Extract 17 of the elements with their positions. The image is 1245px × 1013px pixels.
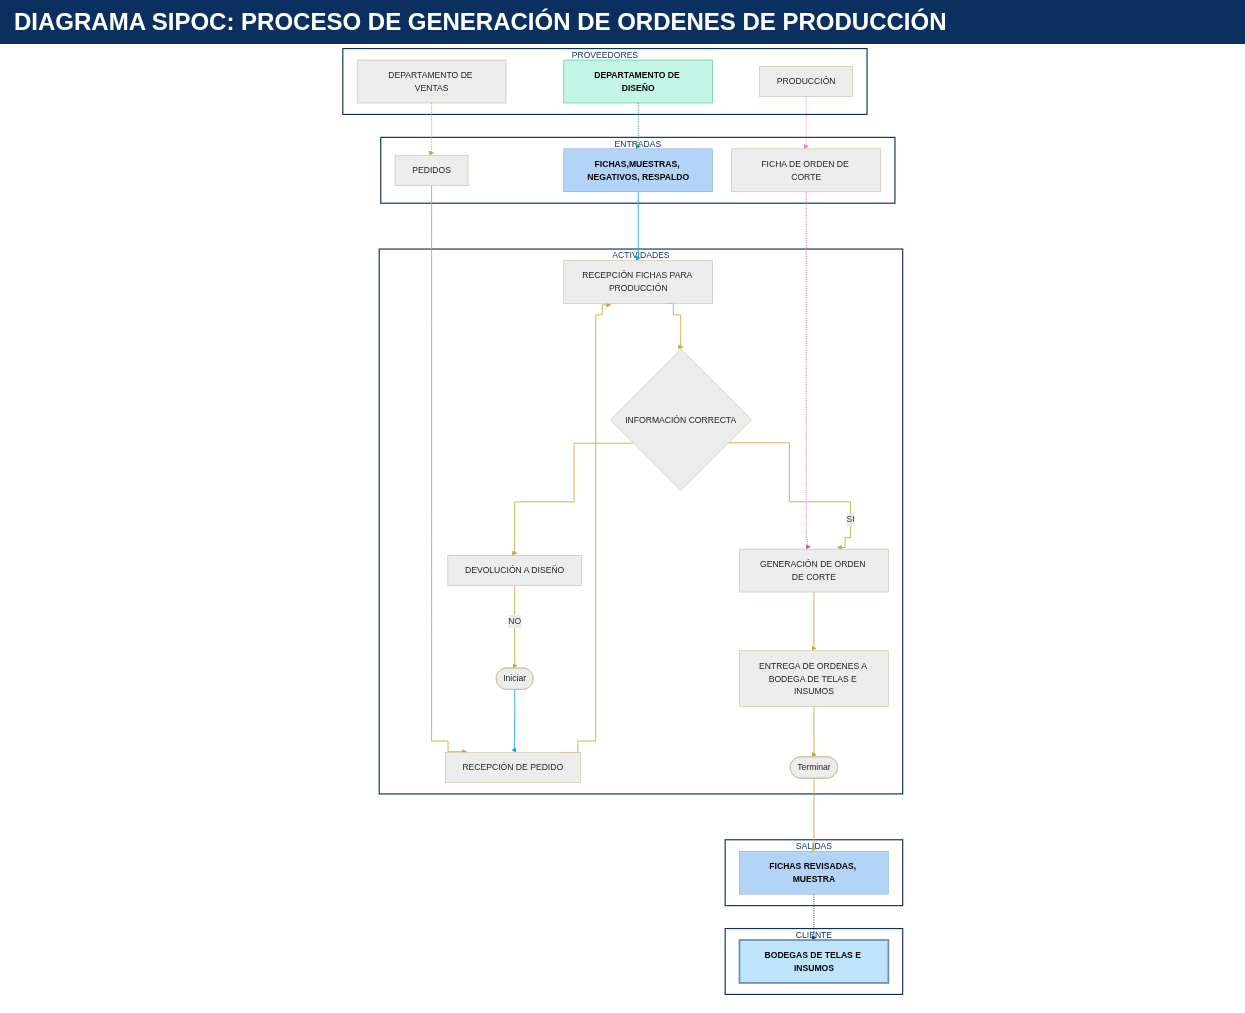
node-box: GENERACIÓN DE ORDEN DE CORTE [738,548,889,593]
node-box: RECEPCIÓN FICHAS PARA PRODUCCIÓN [563,260,713,304]
node-box: FICHAS REVISADAS, MUESTRA [738,850,889,895]
diagram-title: DIAGRAMA SIPOC: PROCESO DE GENERACIÓN DE ORDENES DE PRODUCCIÓN [0,0,1245,44]
node-box: PRODUCCIÓN [759,66,853,97]
edge-label: NO [507,616,521,626]
node-diamond: INFORMACIÓN CORRECTA [609,349,752,491]
node-box: FICHAS,MUESTRAS, NEGATIVOS, RESPALDO [563,148,713,193]
edge-label: SI [846,514,855,525]
node-box: RECEPCIÓN DE PEDIDO [444,752,581,783]
node-box: ENTREGA DE ORDENES A BODEGA DE TELAS E INSUMOS [738,650,889,707]
node-box: PEDIDOS [394,154,469,186]
node-box: FICHA DE ORDEN DE CORTE [731,148,881,193]
node-box: DEPARTAMENTO DE DISEÑO [563,59,713,104]
node-box: DEVOLUCIÓN A DISEÑO [447,555,582,586]
node-box: DEPARTAMENTO DE VENTAS [356,59,507,104]
node-box: BODEGAS DE TELAS E INSUMOS [738,939,889,984]
